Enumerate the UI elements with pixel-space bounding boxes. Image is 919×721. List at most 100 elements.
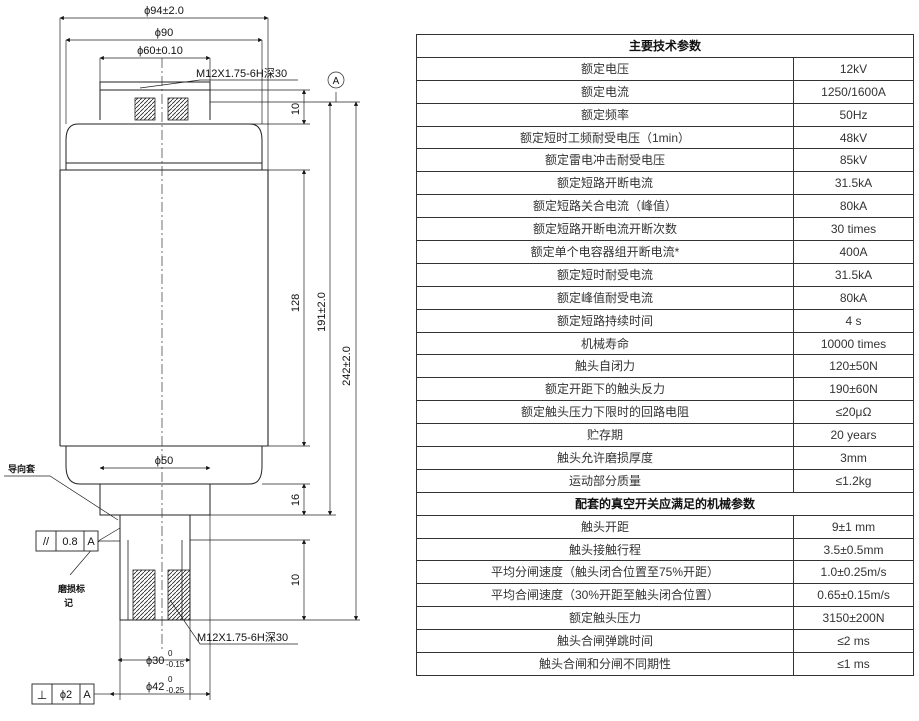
param-value: 20 years [792,423,915,448]
param-name: 额定短路开断电流开断次数 [416,217,794,242]
dim-h-10b: 10 [290,574,302,586]
param-value: 3150±200N [792,606,915,631]
param-value: 30 times [792,217,915,242]
param-value: 120±50N [792,354,915,379]
datum-a-label: A [333,76,340,87]
param-name: 额定短路关合电流（峰值） [416,194,794,219]
param-value: 50Hz [792,102,915,127]
param-value: 1250/1600A [792,79,915,104]
param-value: 48kV [792,125,915,150]
interrupter-drawing: A ϕ94±2.0 ϕ90 ϕ60±0.10 M12X1.75-6H深30 10… [4,5,360,705]
param-value: ≤1 ms [792,652,915,676]
dim-h-total: 242±2.0 [341,346,353,386]
param-name: 额定雷电冲击耐受电压 [416,148,794,173]
dim-d-42-tol-up: 0 [168,675,173,684]
param-name: 额定电流 [416,79,794,104]
tol-perp-value: ϕ2 [60,689,72,701]
param-name: 额定触头压力 [416,606,794,631]
label-guide-sleeve: 导向套 [8,463,36,474]
dim-d-30: ϕ30 [146,655,164,667]
section-mechanical-params: 配套的真空开关应满足的机械参数 [415,491,915,516]
param-name: 触头接触行程 [416,537,794,562]
table-row: 平均分闸速度（触头闭合位置至75%开距）1.0±0.25m/s [416,560,915,585]
tolerance-frame-parallel: // 0.8 A [35,530,120,552]
dim-d-42-tol-dn: -0.25 [166,686,185,695]
param-name: 触头合闸弹跳时间 [416,629,794,654]
table-row: 运动部分质量≤1.2kg [416,468,915,493]
param-name: 触头开距 [416,514,794,539]
label-wear-mark-2: 记 [64,597,73,608]
dim-thread-top: M12X1.75-6H深30 [196,67,287,80]
label-wear-mark-1: 磨损标 [57,583,85,594]
param-value: 3.5±0.5mm [792,537,915,562]
dim-lines-horizontal [59,15,298,700]
table-row: 触头合闸弹跳时间≤2 ms [416,629,915,654]
param-value: 80kA [792,194,915,219]
param-name: 运动部分质量 [416,468,794,493]
table-row: 额定短路关合电流（峰值）80kA [416,194,915,219]
param-value: ≤1.2kg [792,468,915,493]
tol-parallel-value: 0.8 [62,536,77,548]
param-name: 额定短时工频耐受电压（1min） [416,125,794,150]
dim-thread-bottom: M12X1.75-6H深30 [197,631,288,644]
param-value: ≤20μΩ [792,400,915,425]
param-name: 平均合闸速度（30%开距至触头闭合位置） [416,583,794,608]
param-value: 80kA [792,285,915,310]
tolerance-frame-perpendicular: ⊥ ϕ2 A [31,683,110,705]
dim-d-top: ϕ60±0.10 [137,45,183,57]
param-value: 10000 times [792,331,915,356]
top-thread-hatch [134,97,189,121]
table-row: 额定短时工频耐受电压（1min）48kV [416,125,915,150]
param-name: 额定开距下的触头反力 [416,377,794,402]
param-name: 触头允许磨损厚度 [416,446,794,470]
param-name: 额定短路开断电流 [416,171,794,196]
param-value: 4 s [792,308,915,333]
dim-h-top: 10 [290,103,302,115]
table-row: 额定单个电容器组开断电流*400A [416,240,915,264]
param-value: 31.5kA [792,171,915,196]
table-row: 触头合闸和分闸不同期性≤1 ms [416,652,915,676]
dim-d-30-tol-dn: -0.15 [166,660,185,669]
param-value: 0.65±0.15m/s [792,583,915,608]
param-value: 85kV [792,148,915,173]
param-name: 贮存期 [416,423,794,448]
dim-h-191: 191±2.0 [316,292,328,332]
bottom-thread-hatch [132,569,191,621]
dim-lines-vertical [4,71,360,621]
tol-parallel-symbol: // [43,536,50,548]
param-value: 9±1 mm [792,514,915,539]
param-name: 额定触头压力下限时的回路电阻 [416,400,794,425]
param-value: 400A [792,240,915,264]
param-name: 额定峰值耐受电流 [416,285,794,310]
section-main-params-title: 主要技术参数 [415,34,915,58]
dim-h-body: 128 [290,294,302,312]
param-value: ≤2 ms [792,629,915,654]
param-name: 额定单个电容器组开断电流* [416,240,794,264]
dim-d-30-tol-up: 0 [168,649,173,658]
param-value: 3mm [792,446,915,470]
param-value: 1.0±0.25m/s [792,560,915,585]
param-name: 额定频率 [416,102,794,127]
dim-d-42: ϕ42 [146,681,164,693]
table-row: 额定触头压力下限时的回路电阻≤20μΩ [416,400,915,425]
tol-parallel-ref: A [87,536,95,548]
dim-d-body: ϕ90 [155,27,173,39]
section-main-params: 主要技术参数 [415,34,915,58]
dim-h-16: 16 [290,494,302,506]
